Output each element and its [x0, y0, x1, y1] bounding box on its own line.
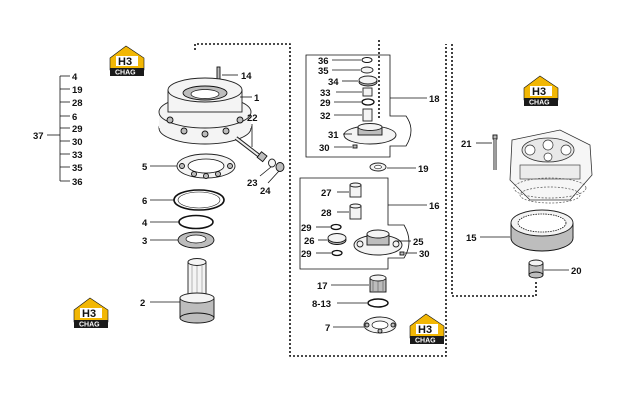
part-number-label: 19 — [418, 164, 429, 175]
logo-text: CHAG — [529, 100, 550, 107]
part-3-seal: 3 — [142, 231, 215, 249]
part-number-label: 18 — [429, 94, 440, 105]
part-number-label: 29 — [320, 98, 331, 109]
part-number-label: 16 — [429, 201, 440, 212]
part-number-label: 17 — [317, 281, 328, 292]
subassembly-18-box: 18 — [305, 54, 440, 158]
group37-item: 35 — [72, 163, 83, 174]
part-15-ring-gear: 15 — [466, 209, 574, 252]
part-23-24-washer-nut: 23 24 — [247, 158, 285, 197]
group37-item: 36 — [72, 177, 83, 188]
part-8-13-ring: 8-13 — [312, 298, 389, 310]
label-37: 37 — [33, 131, 44, 142]
part-number-label: 25 — [413, 237, 424, 248]
group37-item: 28 — [72, 98, 83, 109]
part-29-ring: 29 — [301, 223, 342, 234]
part-26-gear: 26 — [304, 233, 347, 247]
part-4-ring: 4 — [142, 214, 214, 230]
logo-text: H3 — [532, 86, 546, 98]
part-34-gear: 34 — [328, 75, 378, 88]
part-17-sun-gear: 17 — [317, 274, 387, 293]
part-33-bushing: 33 — [320, 87, 373, 99]
part-number-label: 14 — [241, 71, 252, 82]
part-20-coupling: 20 — [528, 259, 582, 279]
subassembly-16-box: 16 — [299, 177, 440, 270]
part-28-pin: 28 — [321, 203, 362, 220]
part-number-label: 23 — [247, 178, 258, 189]
part-number-label: 20 — [571, 266, 582, 277]
part-number-label: 29 — [301, 223, 312, 234]
brand-logo: H3 CHAG — [409, 313, 445, 345]
brand-logo: H3 CHAG — [523, 75, 559, 107]
part-number-label: 28 — [321, 208, 332, 219]
swing-motor-assembly — [509, 129, 593, 204]
part-number-label: 35 — [318, 66, 329, 77]
part-32-pin: 32 — [320, 108, 373, 122]
part-25-carrier: 25 — [353, 229, 424, 256]
part-number-label: 7 — [325, 323, 330, 334]
logo-text: CHAG — [115, 70, 136, 77]
part-30-pin: 30 — [399, 249, 430, 260]
part-number-label: 30 — [419, 249, 430, 260]
part-number-label: 33 — [320, 88, 331, 99]
part-5-bearing: 5 — [142, 153, 236, 179]
part-number-label: 34 — [328, 77, 339, 88]
group37-item: 30 — [72, 137, 83, 148]
part-22-bolt: 22 — [234, 113, 268, 163]
part-number-label: 31 — [328, 130, 339, 141]
part-number-label: 1 — [254, 93, 260, 104]
part-19-washer: 19 — [369, 162, 429, 175]
part-number-label: 22 — [247, 113, 258, 124]
part-number-label: 4 — [142, 218, 148, 229]
group37-item: 29 — [72, 124, 83, 135]
part-31-carrier: 31 — [328, 123, 397, 145]
part-7-bearing: 7 — [325, 316, 397, 334]
part-number-label: 6 — [142, 196, 147, 207]
part-number-label: 5 — [142, 162, 148, 173]
part-number-label: 36 — [318, 56, 329, 67]
part-6-ring: 6 — [142, 189, 225, 211]
part-29-ring: 29 — [320, 98, 375, 109]
logo-text: CHAG — [79, 322, 100, 329]
brand-logo: H3 CHAG — [109, 45, 145, 77]
part-29-ring: 29 — [301, 249, 343, 260]
part-number-label: 24 — [260, 186, 271, 197]
logo-text: H3 — [82, 308, 96, 320]
group37-item: 33 — [72, 150, 83, 161]
part-36-ring: 36 — [318, 56, 373, 67]
group37-item: 6 — [72, 112, 77, 123]
group-37-bracket: 37 4 19 28 6 29 30 33 35 36 — [33, 72, 83, 188]
assembly-guide-lines — [194, 40, 537, 357]
part-number-label: 8-13 — [312, 299, 331, 310]
part-number-label: 2 — [140, 298, 145, 309]
part-number-label: 26 — [304, 236, 315, 247]
part-number-label: 32 — [320, 111, 331, 122]
part-30-pin: 30 — [319, 143, 358, 154]
part-number-label: 3 — [142, 236, 147, 247]
part-number-label: 30 — [319, 143, 330, 154]
group37-item: 4 — [72, 72, 78, 83]
part-1-housing: 1 — [158, 77, 260, 145]
part-27-bushing: 27 — [321, 182, 362, 199]
part-35-washer: 35 — [318, 66, 374, 77]
logo-text: CHAG — [415, 338, 436, 345]
part-number-label: 15 — [466, 233, 477, 244]
logo-text: H3 — [118, 56, 132, 68]
logo-text: H3 — [418, 324, 432, 336]
part-number-label: 29 — [301, 249, 312, 260]
part-number-label: 27 — [321, 188, 332, 199]
part-21-bolt: 21 — [461, 134, 498, 170]
brand-logo: H3 CHAG — [73, 297, 109, 329]
part-2-pinion-shaft: 2 — [140, 258, 215, 324]
part-number-label: 21 — [461, 139, 472, 150]
group37-item: 19 — [72, 85, 83, 96]
